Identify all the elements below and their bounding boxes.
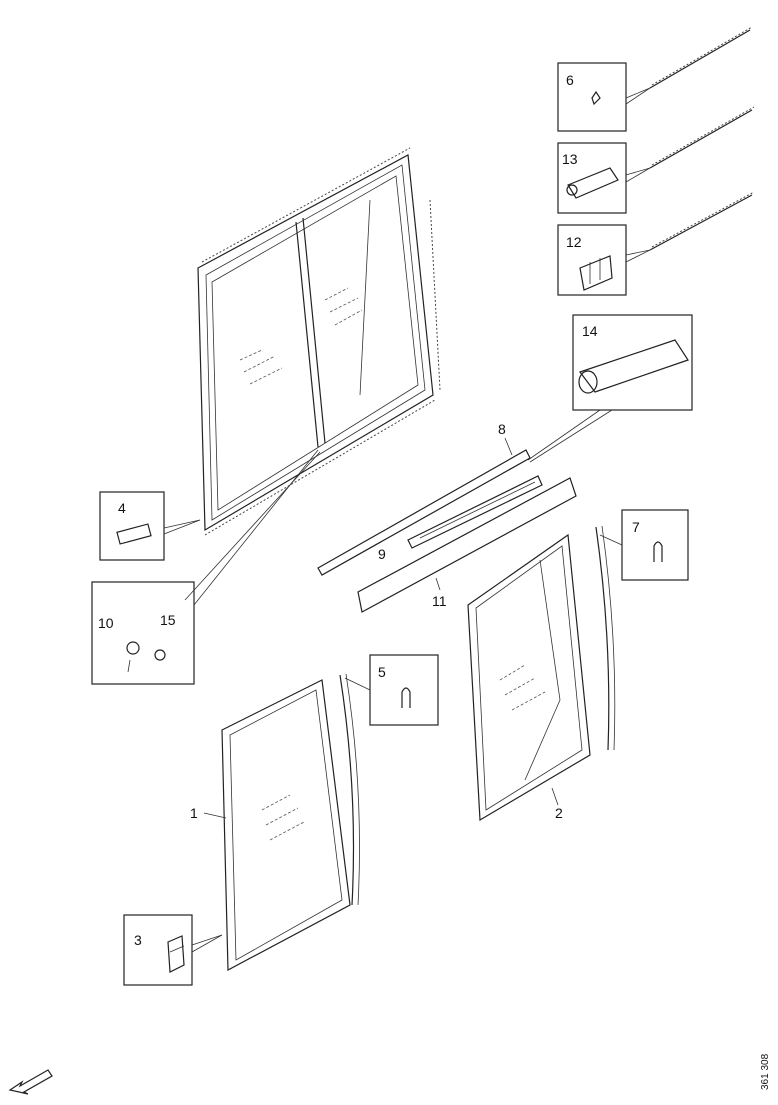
callout-box-4: 4 bbox=[99, 491, 201, 561]
part-label-15: 15 bbox=[160, 612, 176, 628]
glass-pane-2: 2 bbox=[467, 533, 591, 822]
part-label-10: 10 bbox=[98, 615, 114, 631]
glass-pane-1: 1 bbox=[190, 679, 351, 971]
callout-box-3: 3 bbox=[123, 914, 223, 986]
rail-11: 11 bbox=[357, 477, 577, 613]
part-label-8: 8 bbox=[498, 421, 506, 437]
part-label-14: 14 bbox=[582, 323, 598, 339]
callout-box-10-15: 10 15 bbox=[91, 449, 321, 685]
part-label-6: 6 bbox=[566, 72, 574, 88]
part-label-12: 12 bbox=[566, 234, 582, 250]
part-label-11: 11 bbox=[432, 593, 447, 609]
part-label-1: 1 bbox=[190, 805, 198, 821]
callout-box-12: 12 bbox=[557, 191, 755, 296]
part-label-5: 5 bbox=[378, 664, 386, 680]
rail-8: 8 bbox=[317, 421, 531, 576]
drawing-code: 361 308 bbox=[760, 1053, 771, 1090]
callout-box-6: 6 bbox=[557, 26, 753, 132]
part-label-13: 13 bbox=[562, 151, 578, 167]
callout-box-5: 5 bbox=[339, 654, 439, 906]
callout-box-13: 13 bbox=[557, 106, 755, 214]
part-label-4: 4 bbox=[118, 500, 126, 516]
orientation-arrow-icon bbox=[8, 1069, 53, 1095]
part-label-2: 2 bbox=[555, 805, 563, 821]
callout-box-14: 14 bbox=[527, 314, 693, 463]
window-assembly bbox=[197, 147, 441, 536]
part-label-9: 9 bbox=[378, 546, 386, 562]
part-label-3: 3 bbox=[134, 932, 142, 948]
callout-box-7: 7 bbox=[595, 509, 689, 751]
part-label-7: 7 bbox=[632, 519, 640, 535]
rail-9: 9 bbox=[378, 475, 543, 562]
